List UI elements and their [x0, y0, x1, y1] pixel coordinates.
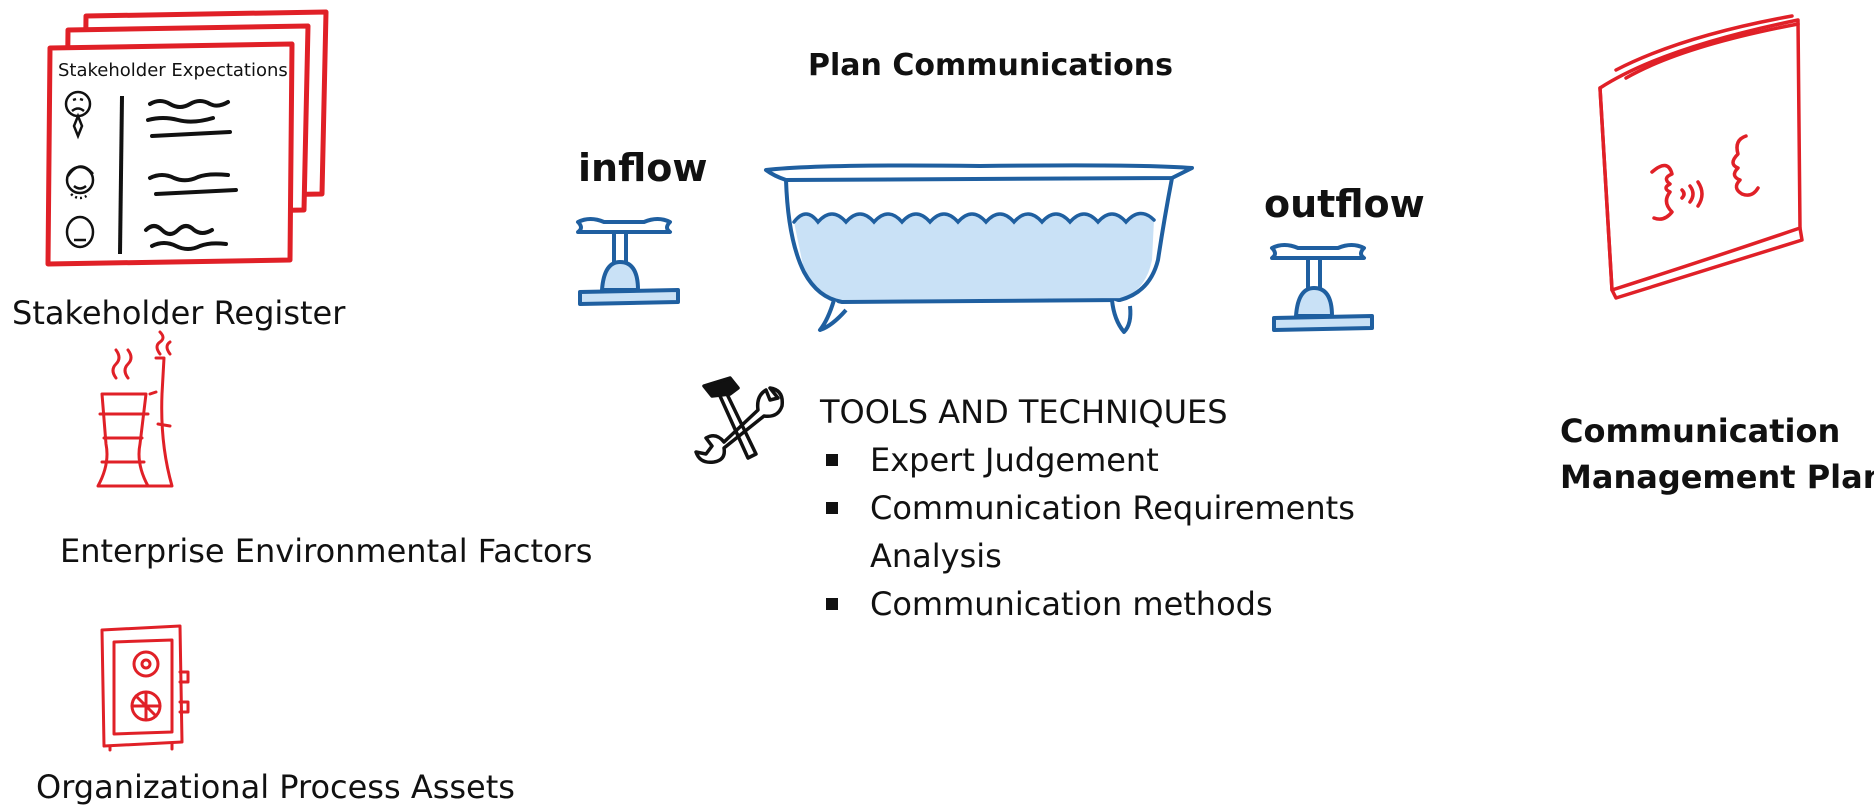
stakeholder-expectations-doc-title: Stakeholder Expectations [58, 60, 288, 81]
list-item: Communication Requirements [820, 484, 1355, 532]
stakeholder-register-label: Stakeholder Register [12, 294, 346, 332]
document-stack-icon [45, 9, 329, 267]
outflow-label: outflow [1264, 182, 1425, 226]
list-item-text: Communication Requirements [870, 489, 1355, 527]
bullet-icon [826, 502, 838, 514]
tools-list-continued: Communication methods [820, 580, 1355, 628]
bullet-icon [826, 454, 838, 466]
enterprise-environmental-factors-label: Enterprise Environmental Factors [60, 532, 593, 570]
tools-list: Expert Judgement Communication Requireme… [820, 436, 1355, 532]
faucet-icon [576, 217, 680, 306]
tools-and-techniques-heading: TOOLS AND TECHNIQUES [820, 393, 1228, 431]
bathtub-icon [764, 163, 1194, 334]
organizational-process-assets-label: Organizational Process Assets [36, 768, 515, 806]
list-item: Communication methods [820, 580, 1355, 628]
list-item-text: Communication methods [870, 585, 1273, 623]
bullet-icon [826, 598, 838, 610]
output-label-line2: Management Plan [1560, 458, 1874, 496]
process-title: Plan Communications [808, 48, 1173, 83]
tools-and-techniques: TOOLS AND TECHNIQUES Expert Judgement Co… [820, 388, 1355, 628]
list-item-text: Expert Judgement [870, 441, 1159, 479]
output-label-line1: Communication [1560, 412, 1841, 450]
book-icon [1598, 14, 1804, 300]
list-item: Expert Judgement [820, 436, 1355, 484]
factory-icon [96, 330, 174, 488]
inflow-label: inflow [578, 146, 708, 190]
tools-icon [694, 376, 784, 465]
faucet-icon [1270, 243, 1374, 332]
list-item-continuation: Analysis [870, 537, 1002, 575]
safe-icon [100, 624, 190, 752]
